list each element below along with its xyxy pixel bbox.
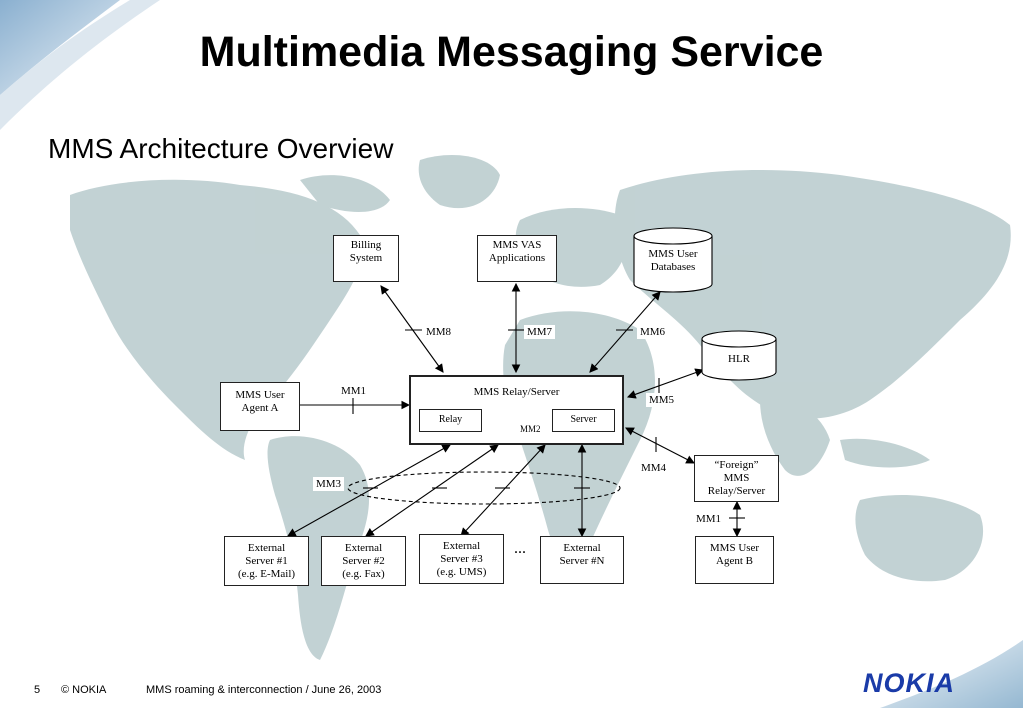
external-server-n-box: External Server #N [540, 536, 624, 584]
mm3-connector-2 [365, 444, 499, 537]
mm4-label: MM4 [638, 461, 670, 475]
external-server-2-box: External Server #2 (e.g. Fax) [321, 536, 406, 586]
top-left-wave [0, 0, 120, 95]
mm6-connector [589, 291, 661, 373]
slide-subtitle: MMS Architecture Overview [48, 133, 394, 164]
mm2-label: MM2 [520, 424, 541, 434]
servers-ellipsis: ... [514, 540, 526, 557]
billing-system-box: Billing System [333, 235, 399, 282]
hlr-cylinder [701, 330, 777, 381]
hlr-label: HLR [728, 353, 750, 365]
mm8-label: MM8 [423, 325, 455, 339]
agent-a-box: MMS User Agent A [220, 382, 300, 431]
nokia-logo: NOKIA [863, 668, 955, 698]
footer-text: MMS roaming & interconnection / June 26,… [146, 684, 382, 696]
page-number: 5 [34, 684, 41, 696]
mm1-label: MM1 [338, 384, 370, 398]
mm6-label: MM6 [637, 325, 669, 339]
user-db-cylinder [633, 227, 713, 293]
user-db-label: MMS User Databases [648, 248, 698, 273]
mm7-label: MM7 [524, 325, 556, 339]
agent-b-box: MMS User Agent B [695, 536, 774, 584]
mm5-label: MM5 [646, 393, 678, 407]
mm1-b-label: MM1 [693, 512, 725, 526]
mm3-label: MM3 [313, 477, 345, 491]
mms-vas-box: MMS VAS Applications [477, 235, 557, 282]
server-box: Server [552, 409, 615, 432]
external-server-1-box: External Server #1 (e.g. E-Mail) [224, 536, 309, 586]
bottom-right-wave [880, 640, 1023, 708]
mm5-connector [626, 368, 705, 399]
mm3-connector-3 [460, 444, 546, 537]
slide-title: Multimedia Messaging Service [199, 28, 824, 76]
mm3-ellipse [347, 471, 621, 505]
external-server-3-box: External Server #3 (e.g. UMS) [419, 534, 504, 584]
footer-copyright: © NOKIA [61, 684, 107, 696]
mm4-connector [625, 427, 695, 464]
relay-box: Relay [419, 409, 482, 432]
foreign-relay-server-box: “Foreign” MMS Relay/Server [694, 455, 779, 502]
mm8-connector [380, 285, 444, 373]
